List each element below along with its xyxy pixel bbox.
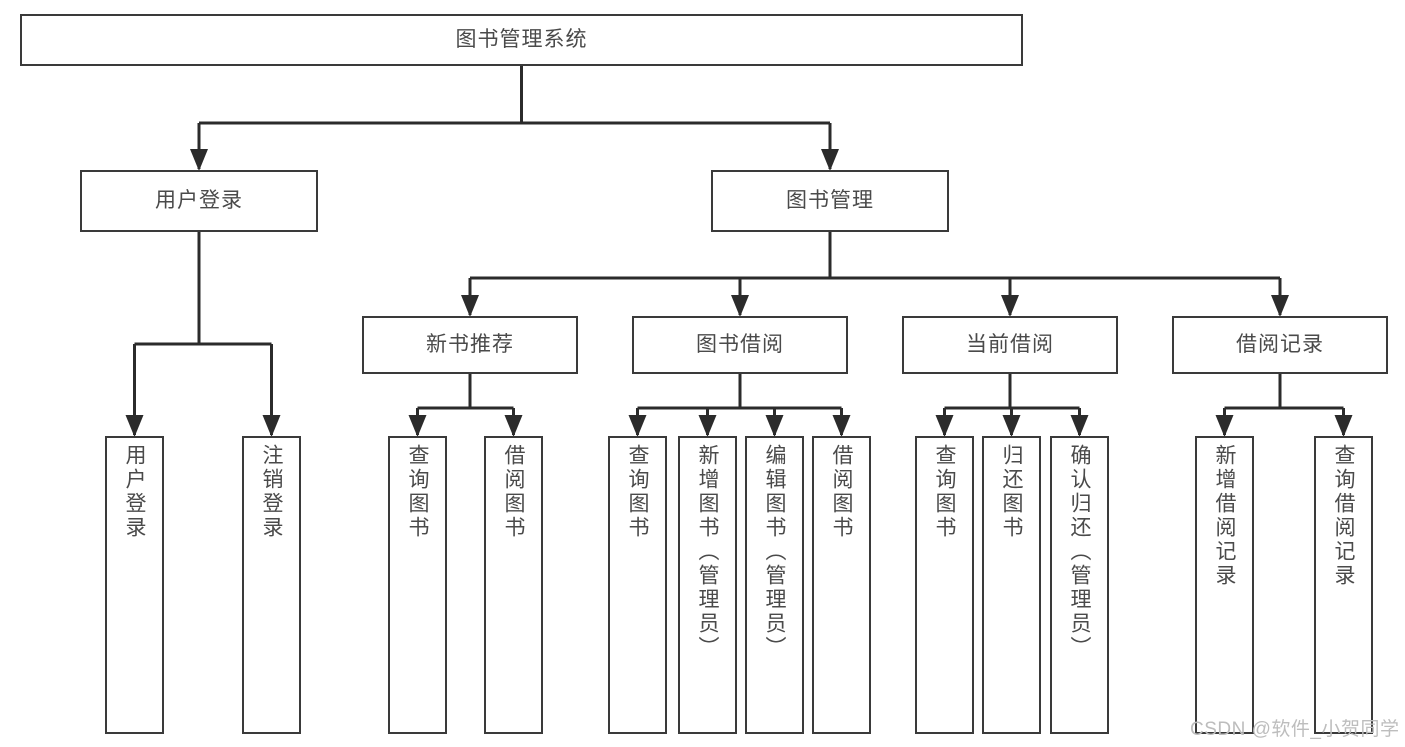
node-label: 图书管理系统 — [455, 27, 588, 51]
node-root[interactable]: 图书管理系统 — [20, 14, 1023, 66]
node-leaf-borrow-book-1[interactable]: 借阅图书 — [484, 436, 543, 734]
node-label: 新增借阅记录 — [1213, 444, 1236, 588]
node-leaf-add-book[interactable]: 新增图书（管理员） — [678, 436, 737, 734]
node-label: 借阅图书 — [830, 444, 853, 540]
node-leaf-confirm-return[interactable]: 确认归还（管理员） — [1050, 436, 1109, 734]
node-leaf-query-record[interactable]: 查询借阅记录 — [1314, 436, 1373, 734]
node-label: 查询借阅记录 — [1332, 444, 1355, 588]
node-leaf-user-logout[interactable]: 注销登录 — [242, 436, 301, 734]
node-leaf-query-book-1[interactable]: 查询图书 — [388, 436, 447, 734]
node-label: 编辑图书（管理员） — [763, 444, 786, 660]
node-label: 借阅记录 — [1236, 332, 1324, 356]
node-leaf-add-record[interactable]: 新增借阅记录 — [1195, 436, 1254, 734]
node-label: 查询图书 — [406, 444, 429, 540]
node-label: 借阅图书 — [502, 444, 525, 540]
node-leaf-edit-book[interactable]: 编辑图书（管理员） — [745, 436, 804, 734]
node-borrow-record[interactable]: 借阅记录 — [1172, 316, 1388, 374]
watermark-text: CSDN @软件_小贺同学 — [1190, 719, 1400, 740]
node-new-book-rec[interactable]: 新书推荐 — [362, 316, 578, 374]
node-leaf-user-login[interactable]: 用户登录 — [105, 436, 164, 734]
node-label: 用户登录 — [123, 444, 146, 540]
node-book-manage[interactable]: 图书管理 — [711, 170, 949, 232]
node-label: 当前借阅 — [966, 332, 1054, 356]
node-label: 新增图书（管理员） — [696, 444, 719, 660]
node-label: 用户登录 — [155, 188, 243, 212]
node-leaf-borrow-book-2[interactable]: 借阅图书 — [812, 436, 871, 734]
node-leaf-query-book-3[interactable]: 查询图书 — [915, 436, 974, 734]
node-label: 新书推荐 — [426, 332, 514, 356]
node-leaf-query-book-2[interactable]: 查询图书 — [608, 436, 667, 734]
node-label: 图书管理 — [786, 188, 874, 212]
node-label: 注销登录 — [260, 444, 283, 540]
node-label: 确认归还（管理员） — [1068, 444, 1091, 660]
node-current-borrow[interactable]: 当前借阅 — [902, 316, 1118, 374]
node-label: 查询图书 — [933, 444, 956, 540]
node-label: 查询图书 — [626, 444, 649, 540]
node-label: 归还图书 — [1000, 444, 1023, 540]
node-leaf-return-book[interactable]: 归还图书 — [982, 436, 1041, 734]
node-label: 图书借阅 — [696, 332, 784, 356]
node-user-login[interactable]: 用户登录 — [80, 170, 318, 232]
node-book-borrow[interactable]: 图书借阅 — [632, 316, 848, 374]
